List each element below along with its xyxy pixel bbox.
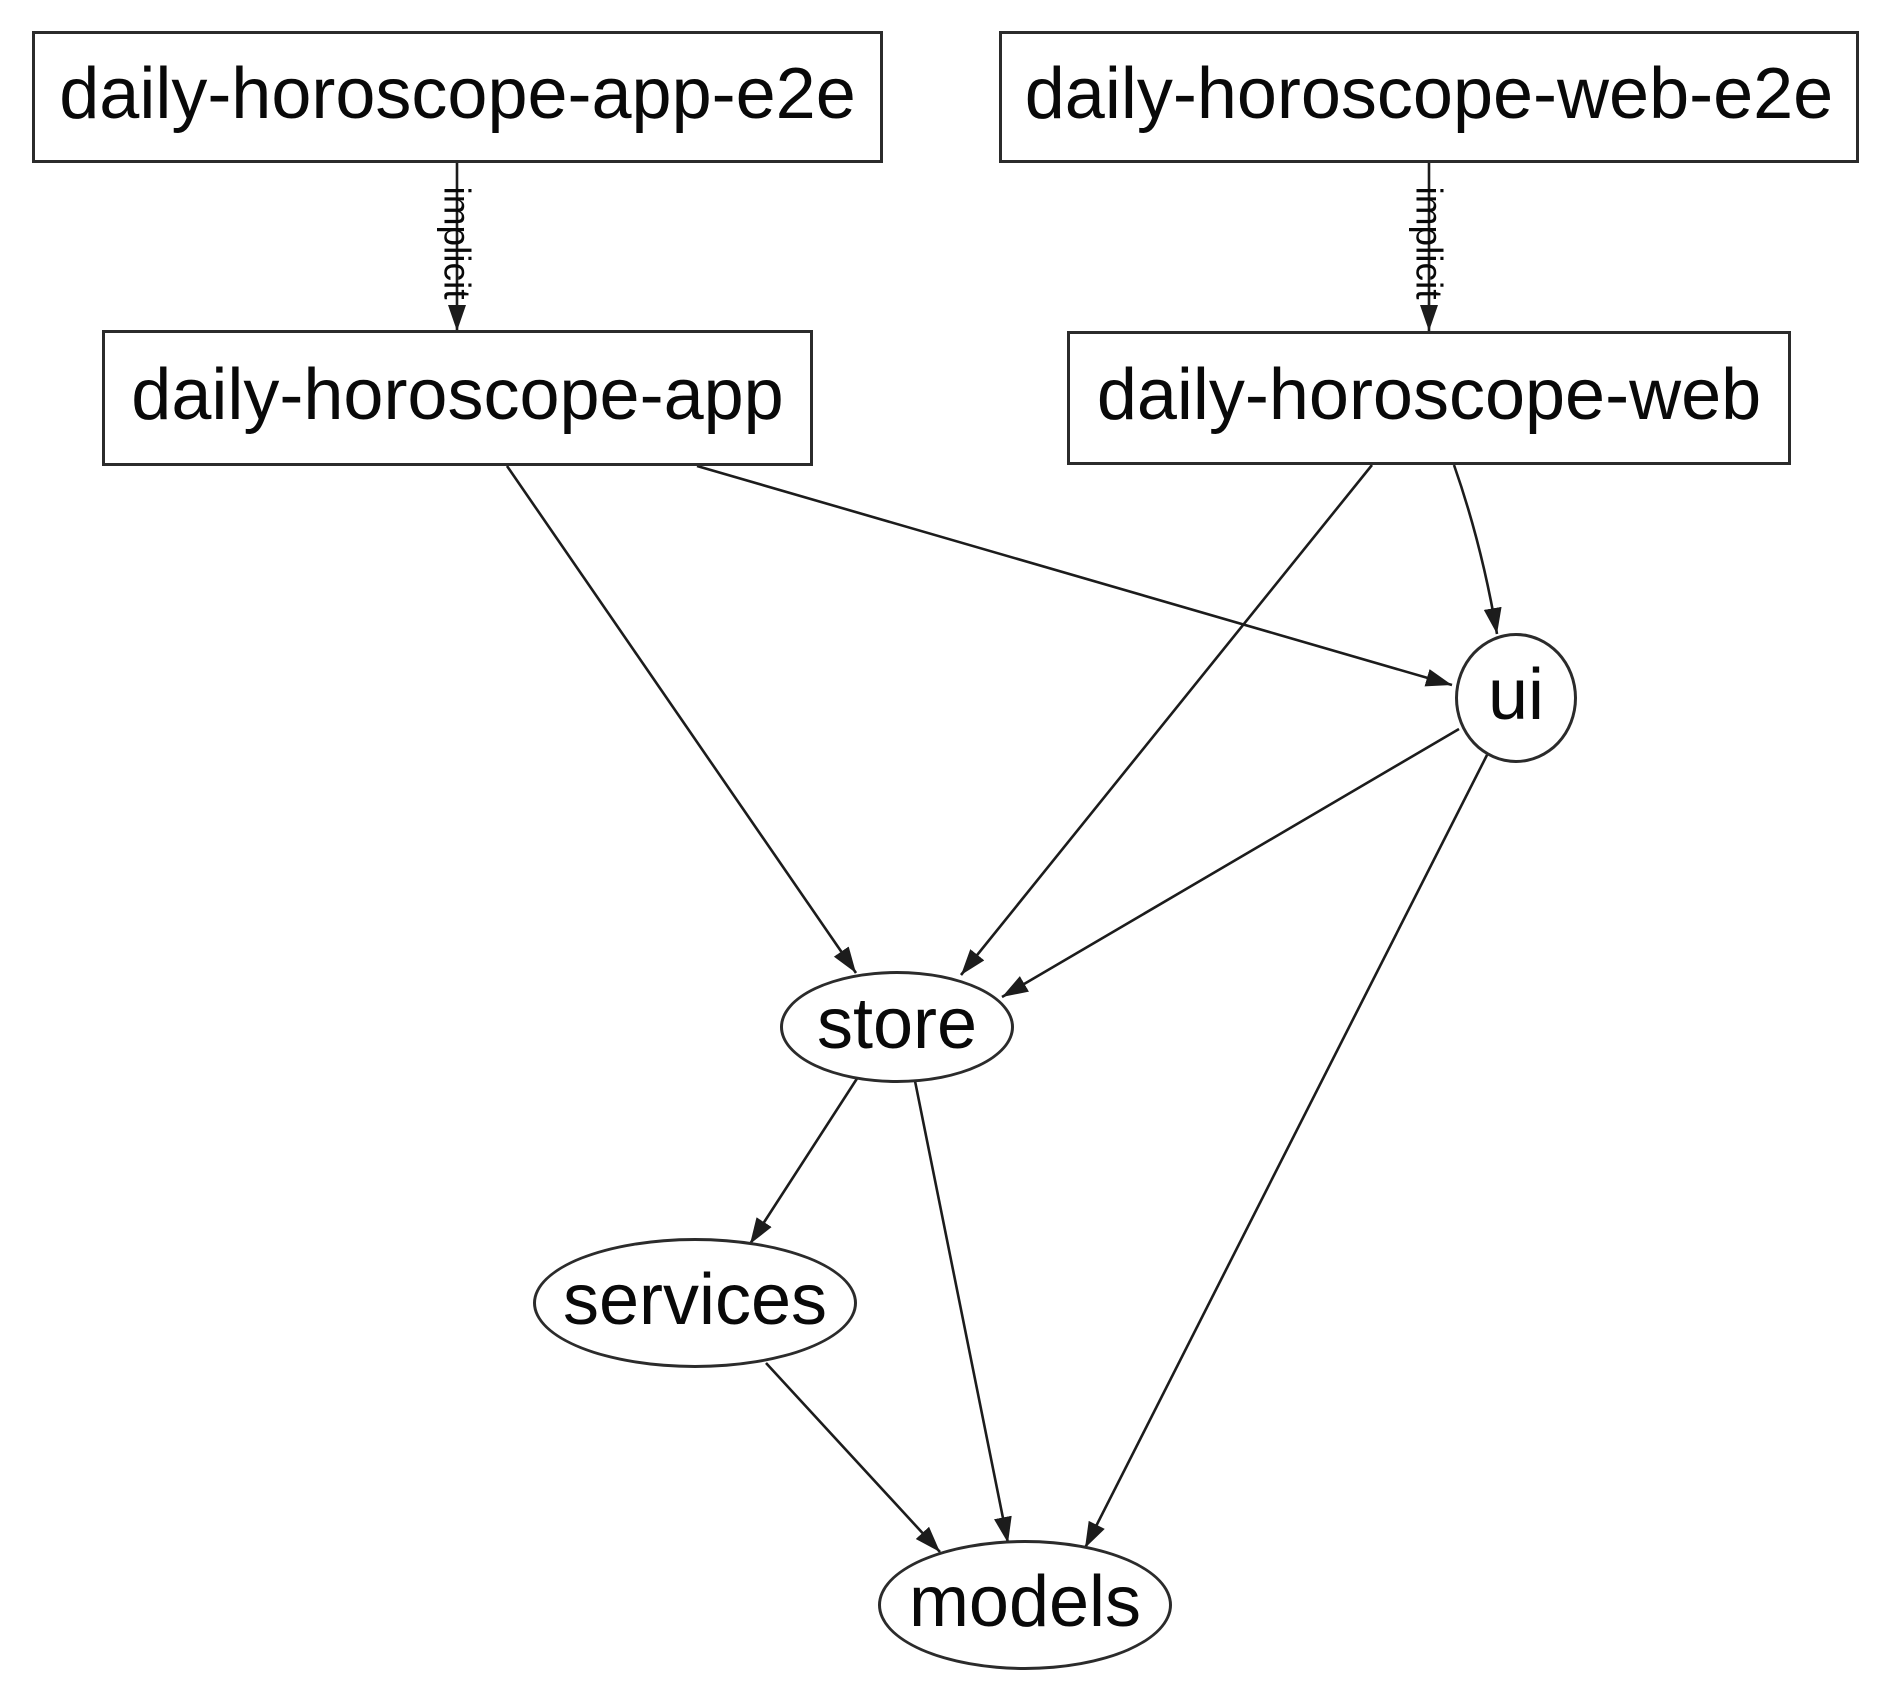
node-label: daily-horoscope-app xyxy=(131,355,784,435)
edge-app-to-ui xyxy=(696,464,1453,687)
node-store[interactable]: store xyxy=(780,971,1014,1083)
edge-app-to-store xyxy=(505,465,858,974)
edge-web-to-ui xyxy=(1452,464,1502,635)
edge-label-implicit-web: implicit xyxy=(1408,186,1450,300)
edge-services-to-models xyxy=(765,1362,941,1553)
node-daily-horoscope-app[interactable]: daily-horoscope-app xyxy=(102,330,813,466)
node-ui[interactable]: ui xyxy=(1455,633,1577,763)
edge-label-implicit-app: implicit xyxy=(436,186,478,300)
node-label: daily-horoscope-web xyxy=(1096,355,1762,435)
node-models[interactable]: models xyxy=(878,1540,1172,1670)
node-label: daily-horoscope-app-e2e xyxy=(59,54,856,134)
node-label: daily-horoscope-web-e2e xyxy=(1024,54,1834,134)
node-label: store xyxy=(816,984,978,1064)
node-daily-horoscope-web-e2e[interactable]: daily-horoscope-web-e2e xyxy=(999,31,1859,163)
node-label: models xyxy=(908,1562,1142,1642)
edge-ui-to-models xyxy=(1083,754,1489,1549)
edge-ui-to-store xyxy=(1001,727,1460,999)
edge-store-to-services xyxy=(748,1076,860,1245)
node-label: services xyxy=(562,1260,828,1340)
edge-web-to-store xyxy=(959,464,1374,976)
node-label: ui xyxy=(1487,655,1545,735)
node-services[interactable]: services xyxy=(533,1238,857,1368)
node-daily-horoscope-web[interactable]: daily-horoscope-web xyxy=(1067,331,1791,465)
edge-store-to-models xyxy=(913,1080,1012,1544)
node-daily-horoscope-app-e2e[interactable]: daily-horoscope-app-e2e xyxy=(32,31,883,163)
